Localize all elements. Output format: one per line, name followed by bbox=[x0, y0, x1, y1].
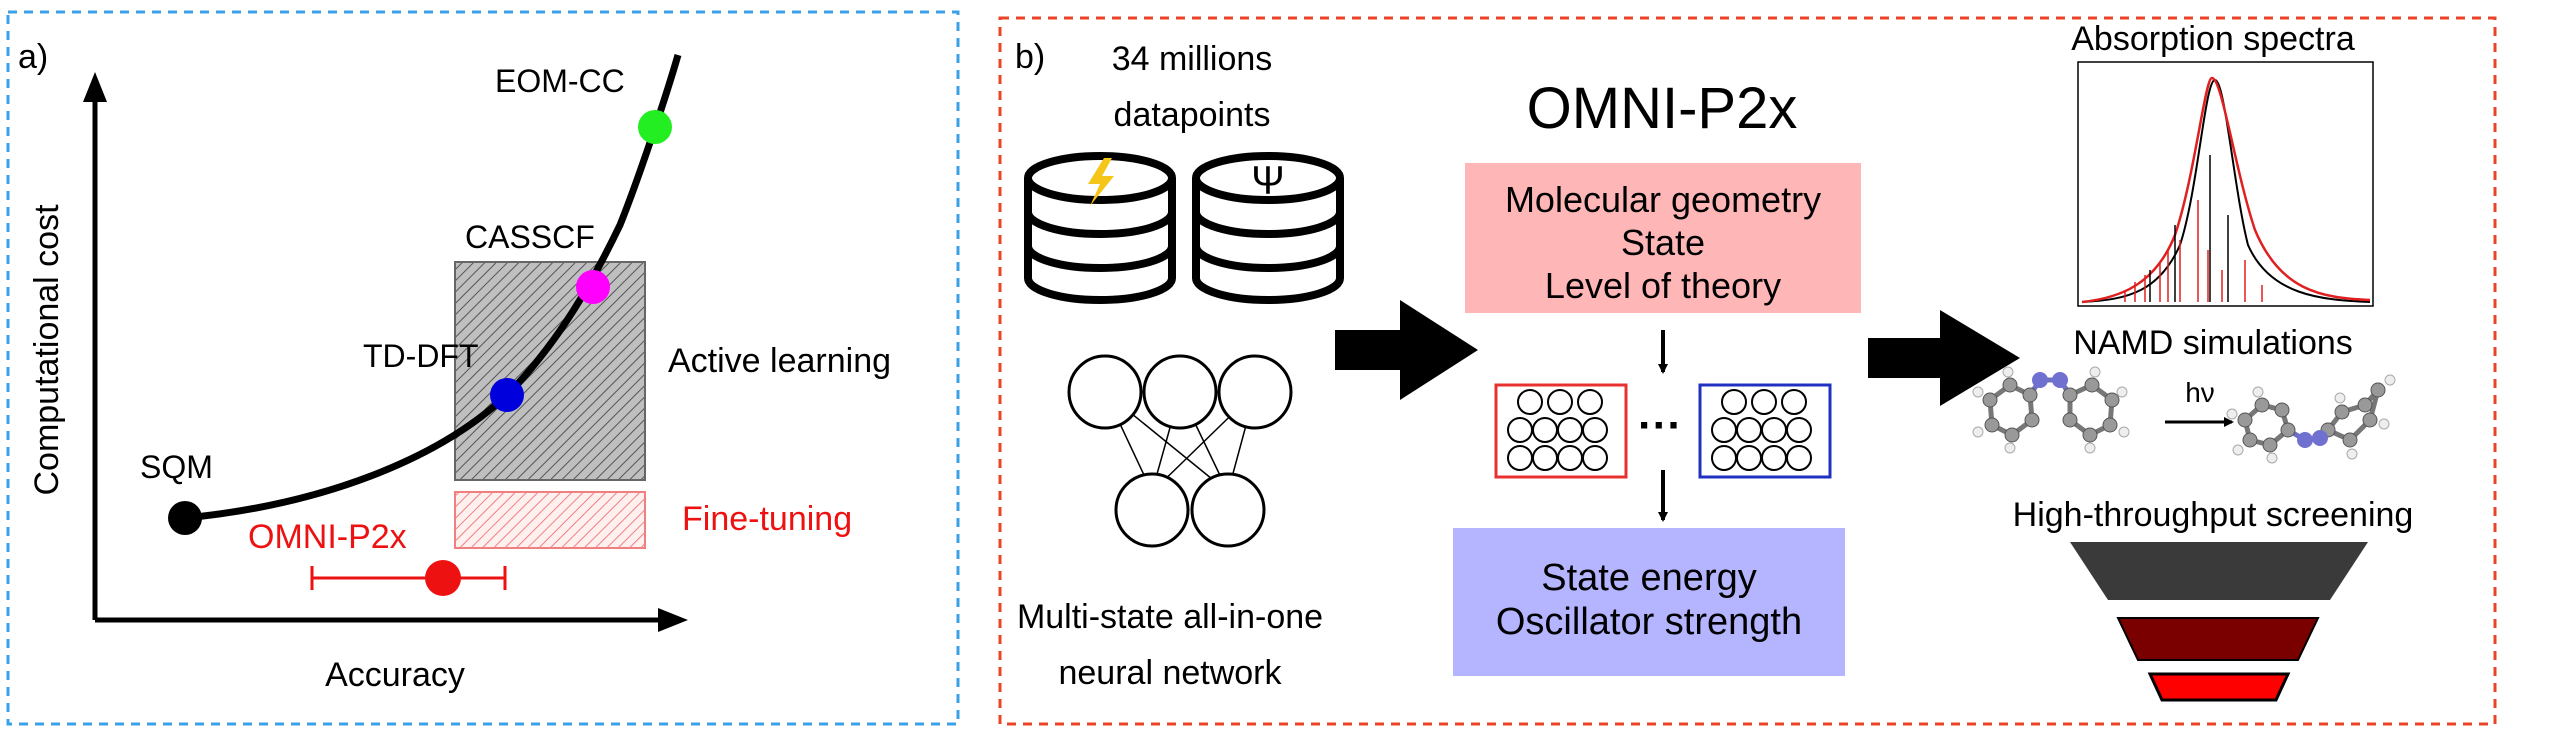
td-dft-label: TD-DFT bbox=[363, 338, 479, 374]
flow-arrow-2 bbox=[1868, 310, 2020, 406]
database-energy-icon bbox=[1024, 152, 1176, 304]
td-dft-point bbox=[490, 378, 524, 412]
input-line-3: Level of theory bbox=[1545, 265, 1781, 306]
cost-curve bbox=[184, 54, 682, 522]
fine-tuning-label: Fine-tuning bbox=[682, 500, 852, 538]
x-axis-arrowhead bbox=[658, 608, 688, 632]
namd-title: NAMD simulations bbox=[2073, 324, 2353, 362]
input-line-2: State bbox=[1621, 222, 1705, 263]
input-box bbox=[1465, 163, 1861, 313]
eom-cc-label: EOM-CC bbox=[495, 63, 625, 99]
eom-cc-point bbox=[638, 110, 672, 144]
panel-b-frame bbox=[998, 16, 2497, 726]
casscf-label: CASSCF bbox=[465, 219, 595, 255]
database-wavefunction-icon bbox=[1192, 152, 1344, 304]
panel-b-label: b) bbox=[1015, 38, 1045, 76]
psi-symbol: Ψ bbox=[1251, 159, 1284, 203]
funnel-stage-3 bbox=[2147, 672, 2291, 702]
spectrum-red-curve bbox=[2081, 76, 2371, 304]
y-axis-arrowhead bbox=[83, 72, 107, 102]
hv-label: hν bbox=[2185, 377, 2215, 408]
network-caption-line2: neural network bbox=[1058, 654, 1282, 692]
active-learning-label: Active learning bbox=[668, 342, 891, 380]
screening-title: High-throughput screening bbox=[2013, 496, 2414, 534]
network-blue bbox=[1698, 383, 1832, 479]
panel-a-frame bbox=[6, 10, 960, 726]
flow-arrow-1 bbox=[1335, 300, 1478, 400]
funnel-stage-1 bbox=[2070, 542, 2368, 600]
data-count-line1: 34 millions bbox=[1112, 40, 1273, 78]
lightning-icon bbox=[1088, 158, 1114, 206]
molecule-trans-icon bbox=[2226, 374, 2396, 464]
spectrum-plot bbox=[2077, 61, 2374, 307]
model-title: OMNI-P2x bbox=[1527, 76, 1798, 141]
panel-a-label: a) bbox=[18, 38, 48, 76]
output-line-1: State energy bbox=[1541, 557, 1756, 599]
active-learning-region bbox=[454, 261, 646, 481]
network-caption-line1: Multi-state all-in-one bbox=[1017, 598, 1323, 636]
x-axis-label: Accuracy bbox=[325, 656, 465, 694]
fine-tuning-region bbox=[454, 491, 646, 549]
omni-p2x-point bbox=[425, 560, 461, 596]
sqm-point bbox=[168, 501, 202, 535]
output-box bbox=[1453, 528, 1845, 676]
data-count-line2: datapoints bbox=[1114, 96, 1271, 134]
molecule-cis-icon bbox=[1972, 366, 2130, 454]
funnel-stage-2 bbox=[2116, 617, 2320, 661]
omni-p2x-label: OMNI-P2x bbox=[248, 518, 407, 556]
neural-network-icon bbox=[1067, 354, 1293, 548]
network-ellipsis: ··· bbox=[1638, 401, 1682, 450]
y-axis-label: Computational cost bbox=[28, 204, 66, 496]
network-red bbox=[1494, 383, 1628, 479]
output-line-2: Oscillator strength bbox=[1496, 601, 1802, 643]
sqm-label: SQM bbox=[140, 449, 213, 485]
spectra-title: Absorption spectra bbox=[2071, 20, 2355, 58]
casscf-point bbox=[576, 270, 610, 304]
input-line-1: Molecular geometry bbox=[1505, 179, 1821, 220]
